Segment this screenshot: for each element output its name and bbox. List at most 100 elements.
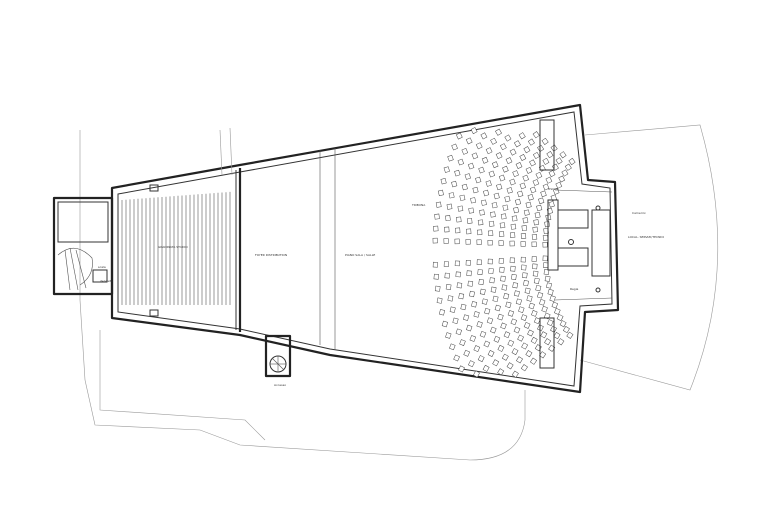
seat [478, 166, 485, 174]
seat [549, 295, 556, 302]
seat [443, 238, 449, 244]
seat [515, 162, 523, 169]
seat [513, 290, 520, 297]
seat [556, 314, 564, 322]
seat [502, 165, 509, 173]
seat [542, 234, 549, 241]
label-sala: PIANO SALA / SALLE [345, 253, 375, 257]
seat [485, 180, 492, 187]
seat [477, 269, 483, 275]
seat [512, 282, 519, 289]
seat [518, 132, 526, 140]
seat [517, 334, 524, 342]
auditorium-seating [432, 127, 576, 378]
seat [546, 151, 554, 159]
seat [542, 262, 549, 269]
seat [467, 162, 475, 170]
seat [509, 148, 517, 156]
seat [518, 306, 525, 313]
label-deposito: deposito [100, 279, 113, 283]
seat [520, 241, 526, 247]
seat [551, 163, 559, 171]
seat [444, 226, 450, 233]
seat [494, 304, 501, 312]
seat [532, 263, 538, 270]
label-accesso: Accesso [274, 383, 286, 387]
seat [501, 284, 508, 291]
seat [517, 190, 524, 198]
seat [435, 201, 442, 208]
seat [511, 215, 518, 222]
seat [477, 355, 485, 363]
seat [507, 339, 515, 347]
seat [519, 154, 527, 161]
seat [433, 273, 440, 280]
seat [535, 284, 542, 292]
seat [455, 132, 463, 140]
seat [481, 298, 488, 305]
seat [532, 270, 539, 277]
seat [516, 356, 523, 364]
seat [510, 223, 517, 230]
seat [492, 359, 500, 367]
seat [537, 144, 545, 152]
seat [500, 213, 507, 220]
seat [530, 336, 538, 344]
seat [483, 189, 490, 197]
annotation-leader [219, 127, 233, 176]
seat [469, 290, 475, 298]
seat [432, 237, 438, 244]
seat [471, 152, 479, 160]
seat [457, 205, 464, 212]
seat [493, 335, 501, 343]
seat [544, 275, 551, 282]
seat [492, 295, 499, 303]
seat [488, 220, 495, 227]
seat [444, 272, 450, 279]
seat [520, 256, 526, 263]
seat [495, 128, 502, 136]
seat [458, 293, 465, 300]
seat [537, 292, 544, 299]
label-scala: scala [98, 265, 106, 269]
seat [568, 157, 576, 166]
seat [542, 183, 550, 191]
seat [432, 261, 438, 268]
seat [499, 222, 506, 229]
seat [468, 207, 475, 214]
seat [527, 329, 534, 337]
seat [493, 192, 500, 200]
seat [539, 299, 546, 306]
seat [441, 320, 448, 328]
seat [471, 301, 478, 308]
seat [533, 219, 540, 226]
seat [553, 307, 561, 315]
seat [447, 154, 454, 162]
seat [489, 277, 495, 284]
seat [525, 350, 533, 358]
seat [527, 138, 535, 146]
seat [456, 216, 462, 223]
seat [459, 194, 466, 201]
outer-canopy [579, 124, 719, 391]
seat [546, 319, 554, 327]
seat [507, 310, 515, 317]
label-regia: Regia [570, 287, 579, 291]
seat [464, 173, 471, 180]
seat [436, 297, 443, 304]
seat [520, 233, 527, 239]
seat [531, 234, 538, 240]
seat [487, 350, 495, 357]
seat [477, 219, 484, 226]
seat [505, 301, 512, 309]
seat [506, 187, 513, 194]
seat [467, 280, 474, 287]
seat [469, 335, 477, 342]
seat [532, 151, 540, 160]
seat [455, 227, 461, 234]
seat [506, 362, 514, 370]
seat [463, 314, 470, 321]
seat [526, 295, 533, 302]
seat [434, 285, 441, 292]
